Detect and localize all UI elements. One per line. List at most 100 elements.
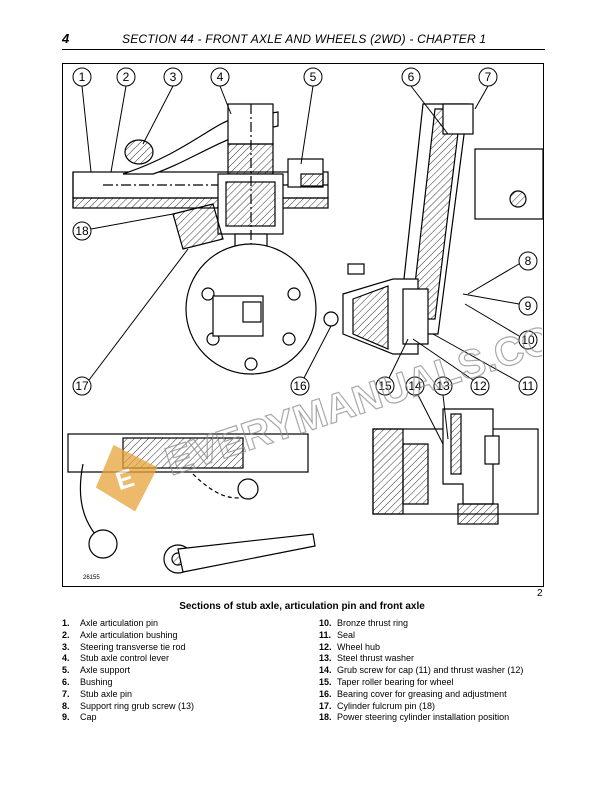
figure-number: 2 bbox=[537, 588, 543, 599]
legend-right: 10. Bronze thrust ring 11. Seal 12. Wheel hub… bbox=[319, 618, 549, 724]
page-number: 4 bbox=[62, 31, 70, 46]
legend-item: 3. Steering transverse tie rod bbox=[62, 642, 302, 654]
legend-text: Support ring grub screw (13) bbox=[80, 700, 195, 711]
technical-drawing: 1 2 3 4 5 6 7 bbox=[62, 63, 544, 587]
legend-item: 11. Seal bbox=[319, 630, 549, 642]
legend-number: 15. bbox=[319, 676, 332, 687]
legend-number: 1. bbox=[62, 618, 70, 628]
legend-text: Cap bbox=[80, 712, 97, 723]
legend-number: 13. bbox=[319, 653, 332, 664]
legend-text: Wheel hub bbox=[337, 641, 381, 652]
callout-10: 10 bbox=[464, 303, 538, 350]
legend-text: Stub axle pin bbox=[80, 688, 133, 699]
callout-8: 8 bbox=[467, 251, 538, 295]
legend-item: 8. Support ring grub screw (13) bbox=[62, 701, 302, 713]
legend-text: Grub screw for cap (11) and thrust washe… bbox=[337, 665, 524, 676]
callout-2: 2 bbox=[110, 67, 136, 173]
legend-text: Seal bbox=[337, 629, 356, 640]
figure-caption: Sections of stub axle, articulation pin … bbox=[179, 601, 425, 612]
svg-text:14: 14 bbox=[408, 379, 422, 393]
callout-11: 11 bbox=[432, 333, 538, 396]
legend-text: Steering transverse tie rod bbox=[80, 641, 186, 652]
callout-14: 14 bbox=[405, 376, 444, 445]
legend-number: 18. bbox=[319, 712, 332, 723]
svg-text:10: 10 bbox=[521, 333, 535, 347]
callout-5: 5 bbox=[300, 67, 323, 165]
svg-text:1: 1 bbox=[79, 70, 86, 84]
callout-12: 12 bbox=[412, 338, 490, 396]
callout-9: 9 bbox=[462, 293, 538, 316]
callout-7: 7 bbox=[474, 67, 498, 110]
legend-number: 12. bbox=[319, 641, 332, 652]
legend-text: Cylinder fulcrum pin (18) bbox=[337, 700, 436, 711]
legend-text: Stub axle control lever bbox=[80, 653, 170, 664]
legend-number: 17. bbox=[319, 700, 332, 711]
legend-number: 14. bbox=[319, 665, 332, 676]
legend-text: Axle support bbox=[80, 665, 131, 676]
legend-number: 7. bbox=[62, 688, 70, 699]
legend-text: Power steering cylinder installation pos… bbox=[337, 712, 510, 723]
svg-text:15: 15 bbox=[378, 379, 392, 393]
callout-16: 16 bbox=[290, 325, 332, 396]
svg-text:7: 7 bbox=[485, 70, 492, 84]
svg-text:11: 11 bbox=[522, 379, 535, 393]
legend-item: 6. Bushing bbox=[62, 677, 302, 689]
legend-item: 18. Power steering cylinder installation … bbox=[319, 712, 549, 724]
svg-text:5: 5 bbox=[310, 70, 317, 84]
legend-number: 6. bbox=[62, 676, 70, 687]
legend-item: 9. Cap bbox=[62, 712, 302, 724]
callout-1: 1 bbox=[72, 67, 92, 173]
legend-number: 10. bbox=[319, 618, 332, 628]
legend-item: 4. Stub axle control lever bbox=[62, 653, 302, 665]
callout-13: 13 bbox=[433, 376, 453, 440]
callout-15: 15 bbox=[375, 338, 409, 396]
legend-number: 16. bbox=[319, 688, 332, 699]
svg-text:9: 9 bbox=[525, 299, 532, 313]
legend-left: 1. Axle articulation pin 2. Axle articulati… bbox=[62, 618, 302, 724]
legend-item: 2. Axle articulation bushing bbox=[62, 630, 302, 642]
svg-text:17: 17 bbox=[75, 379, 89, 393]
legend-text: Axle articulation pin bbox=[80, 618, 159, 628]
svg-text:13: 13 bbox=[436, 379, 450, 393]
svg-text:4: 4 bbox=[217, 70, 224, 84]
callout-6: 6 bbox=[401, 67, 449, 135]
figure-id: 26155 bbox=[83, 575, 100, 581]
callout-3: 3 bbox=[142, 67, 183, 145]
svg-text:12: 12 bbox=[473, 379, 487, 393]
legend-number: 3. bbox=[62, 641, 70, 652]
legend-text: Bearing cover for greasing and adjustmen… bbox=[337, 688, 507, 699]
legend-text: Bronze thrust ring bbox=[337, 618, 409, 628]
page-header: 4 SECTION 44 - FRONT AXLE AND WHEELS (2W… bbox=[62, 31, 545, 50]
legend-item: 17. Cylinder fulcrum pin (18) bbox=[319, 701, 549, 713]
legend-number: 11. bbox=[319, 629, 332, 640]
legend-item: 1. Axle articulation pin bbox=[62, 618, 302, 630]
svg-text:8: 8 bbox=[525, 254, 532, 268]
legend-item: 7. Stub axle pin bbox=[62, 689, 302, 701]
legend-number: 2. bbox=[62, 629, 70, 640]
legend-number: 8. bbox=[62, 700, 70, 711]
legend-item: 12. Wheel hub bbox=[319, 642, 549, 654]
legend-number: 4. bbox=[62, 653, 70, 664]
legend-item: 5. Axle support bbox=[62, 665, 302, 677]
svg-text:18: 18 bbox=[75, 224, 89, 238]
svg-text:2: 2 bbox=[123, 70, 130, 84]
legend-number: 5. bbox=[62, 665, 70, 676]
legend-text: Bushing bbox=[80, 676, 113, 687]
legend-text: Steel thrust washer bbox=[337, 653, 415, 664]
legend-item: 16. Bearing cover for greasing and adjust… bbox=[319, 689, 549, 701]
legend-text: Axle articulation bushing bbox=[80, 629, 178, 640]
axle-section-drawing: 1 2 3 4 5 6 7 bbox=[67, 67, 543, 574]
svg-text:6: 6 bbox=[408, 70, 415, 84]
callout-17: 17 bbox=[72, 248, 189, 396]
svg-text:3: 3 bbox=[170, 70, 177, 84]
legend-item: 15. Taper roller bearing for wheel bbox=[319, 677, 549, 689]
callout-18: 18 bbox=[72, 213, 174, 241]
legend-item: 14. Grub screw for cap (11) and thrust wa… bbox=[319, 665, 549, 677]
legend-item: 10. Bronze thrust ring bbox=[319, 618, 549, 630]
section-title: SECTION 44 - FRONT AXLE AND WHEELS (2WD)… bbox=[122, 32, 487, 46]
legend-number: 9. bbox=[62, 712, 70, 723]
legend-item: 13. Steel thrust washer bbox=[319, 653, 549, 665]
callout-4: 4 bbox=[210, 67, 232, 115]
legend-text: Taper roller bearing for wheel bbox=[337, 676, 454, 687]
svg-text:16: 16 bbox=[293, 379, 307, 393]
